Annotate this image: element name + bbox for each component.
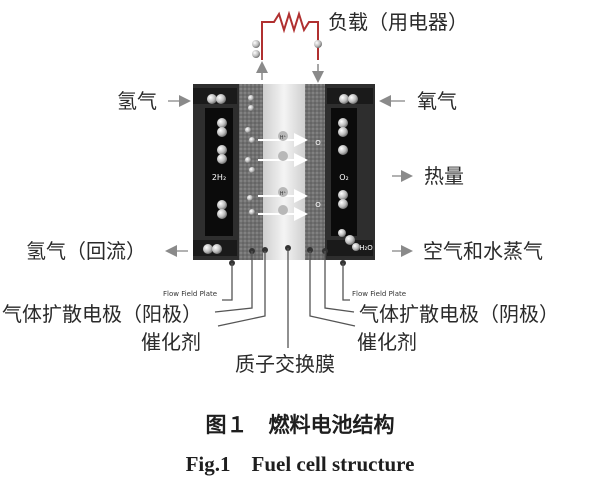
leader-lines [214, 245, 356, 348]
anode-catalyst-label: 催化剂 [141, 330, 201, 354]
cathode-catalyst-label: 催化剂 [357, 330, 417, 354]
membrane-label: 质子交换膜 [235, 352, 335, 376]
oxygen-molecule-icon [338, 94, 358, 209]
oxygen-ion-label: O [315, 139, 321, 147]
h2o-channel-label: H₂O [359, 244, 373, 252]
proton-label: H⁺ [280, 191, 287, 197]
load-circuit [252, 10, 324, 83]
cathode-electrode [305, 84, 325, 260]
anode-electrode-label: 气体扩散电极（阳极） [2, 302, 202, 326]
oxygen-inlet-label: 氧气 [417, 89, 457, 113]
o2-channel-label: O₂ [339, 173, 349, 182]
flow-plate-label-right: Flow Field Plate [352, 290, 407, 298]
proton-flow-arrows [258, 131, 308, 221]
hydrogen-return-label: 氢气（回流） [26, 239, 146, 263]
proton-exchange-membrane [263, 84, 305, 260]
electron-icon [252, 40, 322, 58]
water-molecule-icon [338, 229, 360, 251]
flow-arrows [165, 95, 413, 257]
load-label: 负载（用电器） [328, 10, 468, 34]
hydrogen-inlet-label: 氢气 [117, 89, 157, 113]
cathode-electrode-label: 气体扩散电极（阴极） [359, 302, 559, 326]
air-water-vapor-label: 空气和水蒸气 [423, 239, 543, 263]
proton-label: H⁺ [280, 135, 287, 141]
hydrogen-molecule-icon [203, 94, 227, 254]
electron-icon [245, 95, 255, 215]
oxygen-ion-label: O [315, 201, 321, 209]
heat-label: 热量 [424, 164, 464, 188]
h2-channel-label: 2H₂ [212, 173, 226, 182]
flow-plate-label-left: Flow Field Plate [163, 290, 218, 298]
figure-caption-en: Fig.1 Fuel cell structure [185, 452, 415, 476]
figure-caption-cn: 图１ 燃料电池结构 [205, 413, 395, 437]
